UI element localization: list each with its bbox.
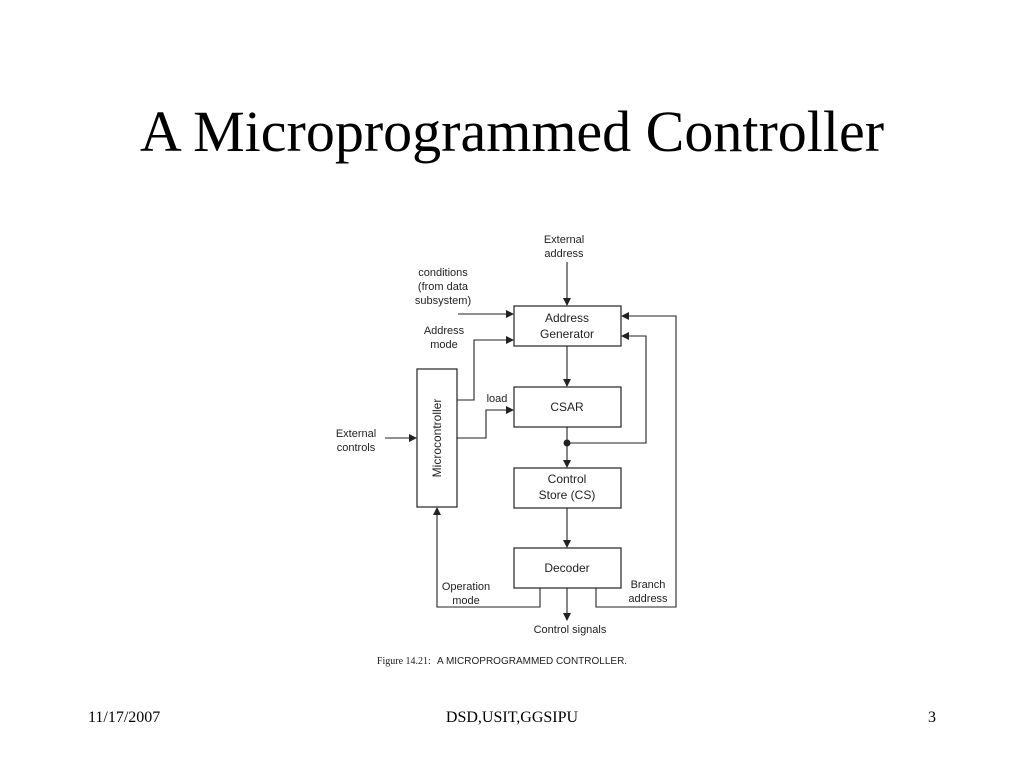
footer-page-number: 3	[928, 709, 936, 726]
csar-feedback-arrow	[567, 332, 647, 444]
address-mode-label-2: mode	[430, 339, 458, 351]
conditions-label-3: subsystem)	[415, 295, 471, 307]
footer-center: DSD,USIT,GGSIPU	[445, 709, 579, 726]
load-arrow	[457, 406, 514, 439]
microcontroller-label: Microcontroller	[430, 399, 444, 478]
branch-address-arrow	[595, 312, 677, 608]
figure-caption: Figure 14.21: A MICROPROGRAMMED CONTROLL…	[377, 656, 627, 667]
address-generator-block	[513, 305, 622, 347]
conditions-label-2: (from data	[418, 281, 469, 293]
decoder-label: Decoder	[544, 561, 589, 575]
external-controls-label-2: controls	[337, 442, 376, 454]
control-store-label-1: Control	[548, 472, 587, 486]
external-controls-label-1: External	[336, 428, 376, 440]
csar-block	[513, 386, 622, 428]
operation-mode-label-1: Operation	[442, 581, 490, 593]
decoder-block	[513, 547, 622, 589]
footer-date: 11/17/2007	[88, 709, 161, 726]
control-store-label-2: Store (CS)	[539, 488, 596, 502]
junction-dot	[563, 439, 571, 447]
address-generator-label-2: Generator	[540, 327, 594, 341]
branch-address-label-1: Branch	[631, 579, 666, 591]
figure-caption-text: A MICROPROGRAMMED CONTROLLER.	[437, 656, 627, 667]
external-address-label-1: External	[544, 234, 584, 246]
slide-title: A Microprogrammed Controller	[139, 99, 885, 164]
figure-number: Figure 14.21:	[377, 656, 431, 667]
operation-mode-label-2: mode	[452, 595, 480, 607]
external-address-label-2: address	[544, 248, 584, 260]
address-mode-label-1: Address	[424, 325, 465, 337]
address-generator-label-1: Address	[545, 311, 589, 325]
load-label: load	[487, 393, 508, 405]
branch-address-label-2: address	[628, 593, 668, 605]
conditions-label-1: conditions	[418, 267, 468, 279]
control-store-block	[513, 467, 622, 509]
address-mode-arrow	[457, 336, 514, 401]
operation-mode-arrow	[433, 507, 541, 608]
csar-label: CSAR	[550, 400, 584, 414]
control-signals-label: Control signals	[534, 624, 607, 636]
controller-diagram: Address Generator CSAR Control Store (CS…	[336, 234, 677, 667]
